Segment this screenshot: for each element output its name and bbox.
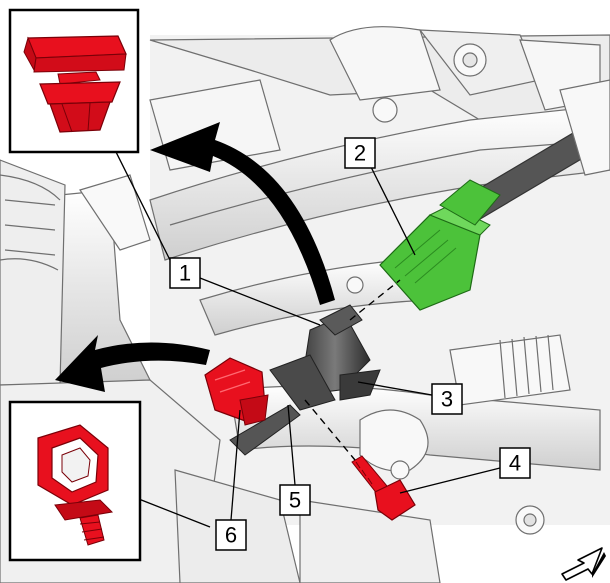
- callout-2-label: 2: [354, 141, 366, 166]
- dashed-guides: [304, 279, 401, 461]
- callout-1-label: 1: [179, 261, 191, 286]
- sensor-connector: [229, 304, 381, 456]
- callout-3-label: 3: [441, 387, 453, 412]
- callout-3: 3: [431, 383, 463, 415]
- callout-6-label: 6: [225, 523, 237, 548]
- callout-4-label: 4: [509, 451, 521, 476]
- callout-6: 6: [215, 519, 247, 551]
- callout-4: 4: [499, 447, 531, 479]
- red-bolt: [351, 455, 416, 521]
- red-clip-installed: [204, 357, 269, 426]
- removal-arrows: [55, 122, 335, 392]
- callout-5-label: 5: [289, 488, 301, 513]
- green-connector: [379, 179, 501, 311]
- inset-clip-detail-top: [8, 8, 140, 154]
- callout-1: 1: [169, 257, 201, 289]
- callout-2: 2: [344, 137, 376, 169]
- inset-clip-detail-bottom: [8, 400, 142, 562]
- callout-5: 5: [279, 484, 311, 516]
- front-arrow-icon: [561, 547, 606, 581]
